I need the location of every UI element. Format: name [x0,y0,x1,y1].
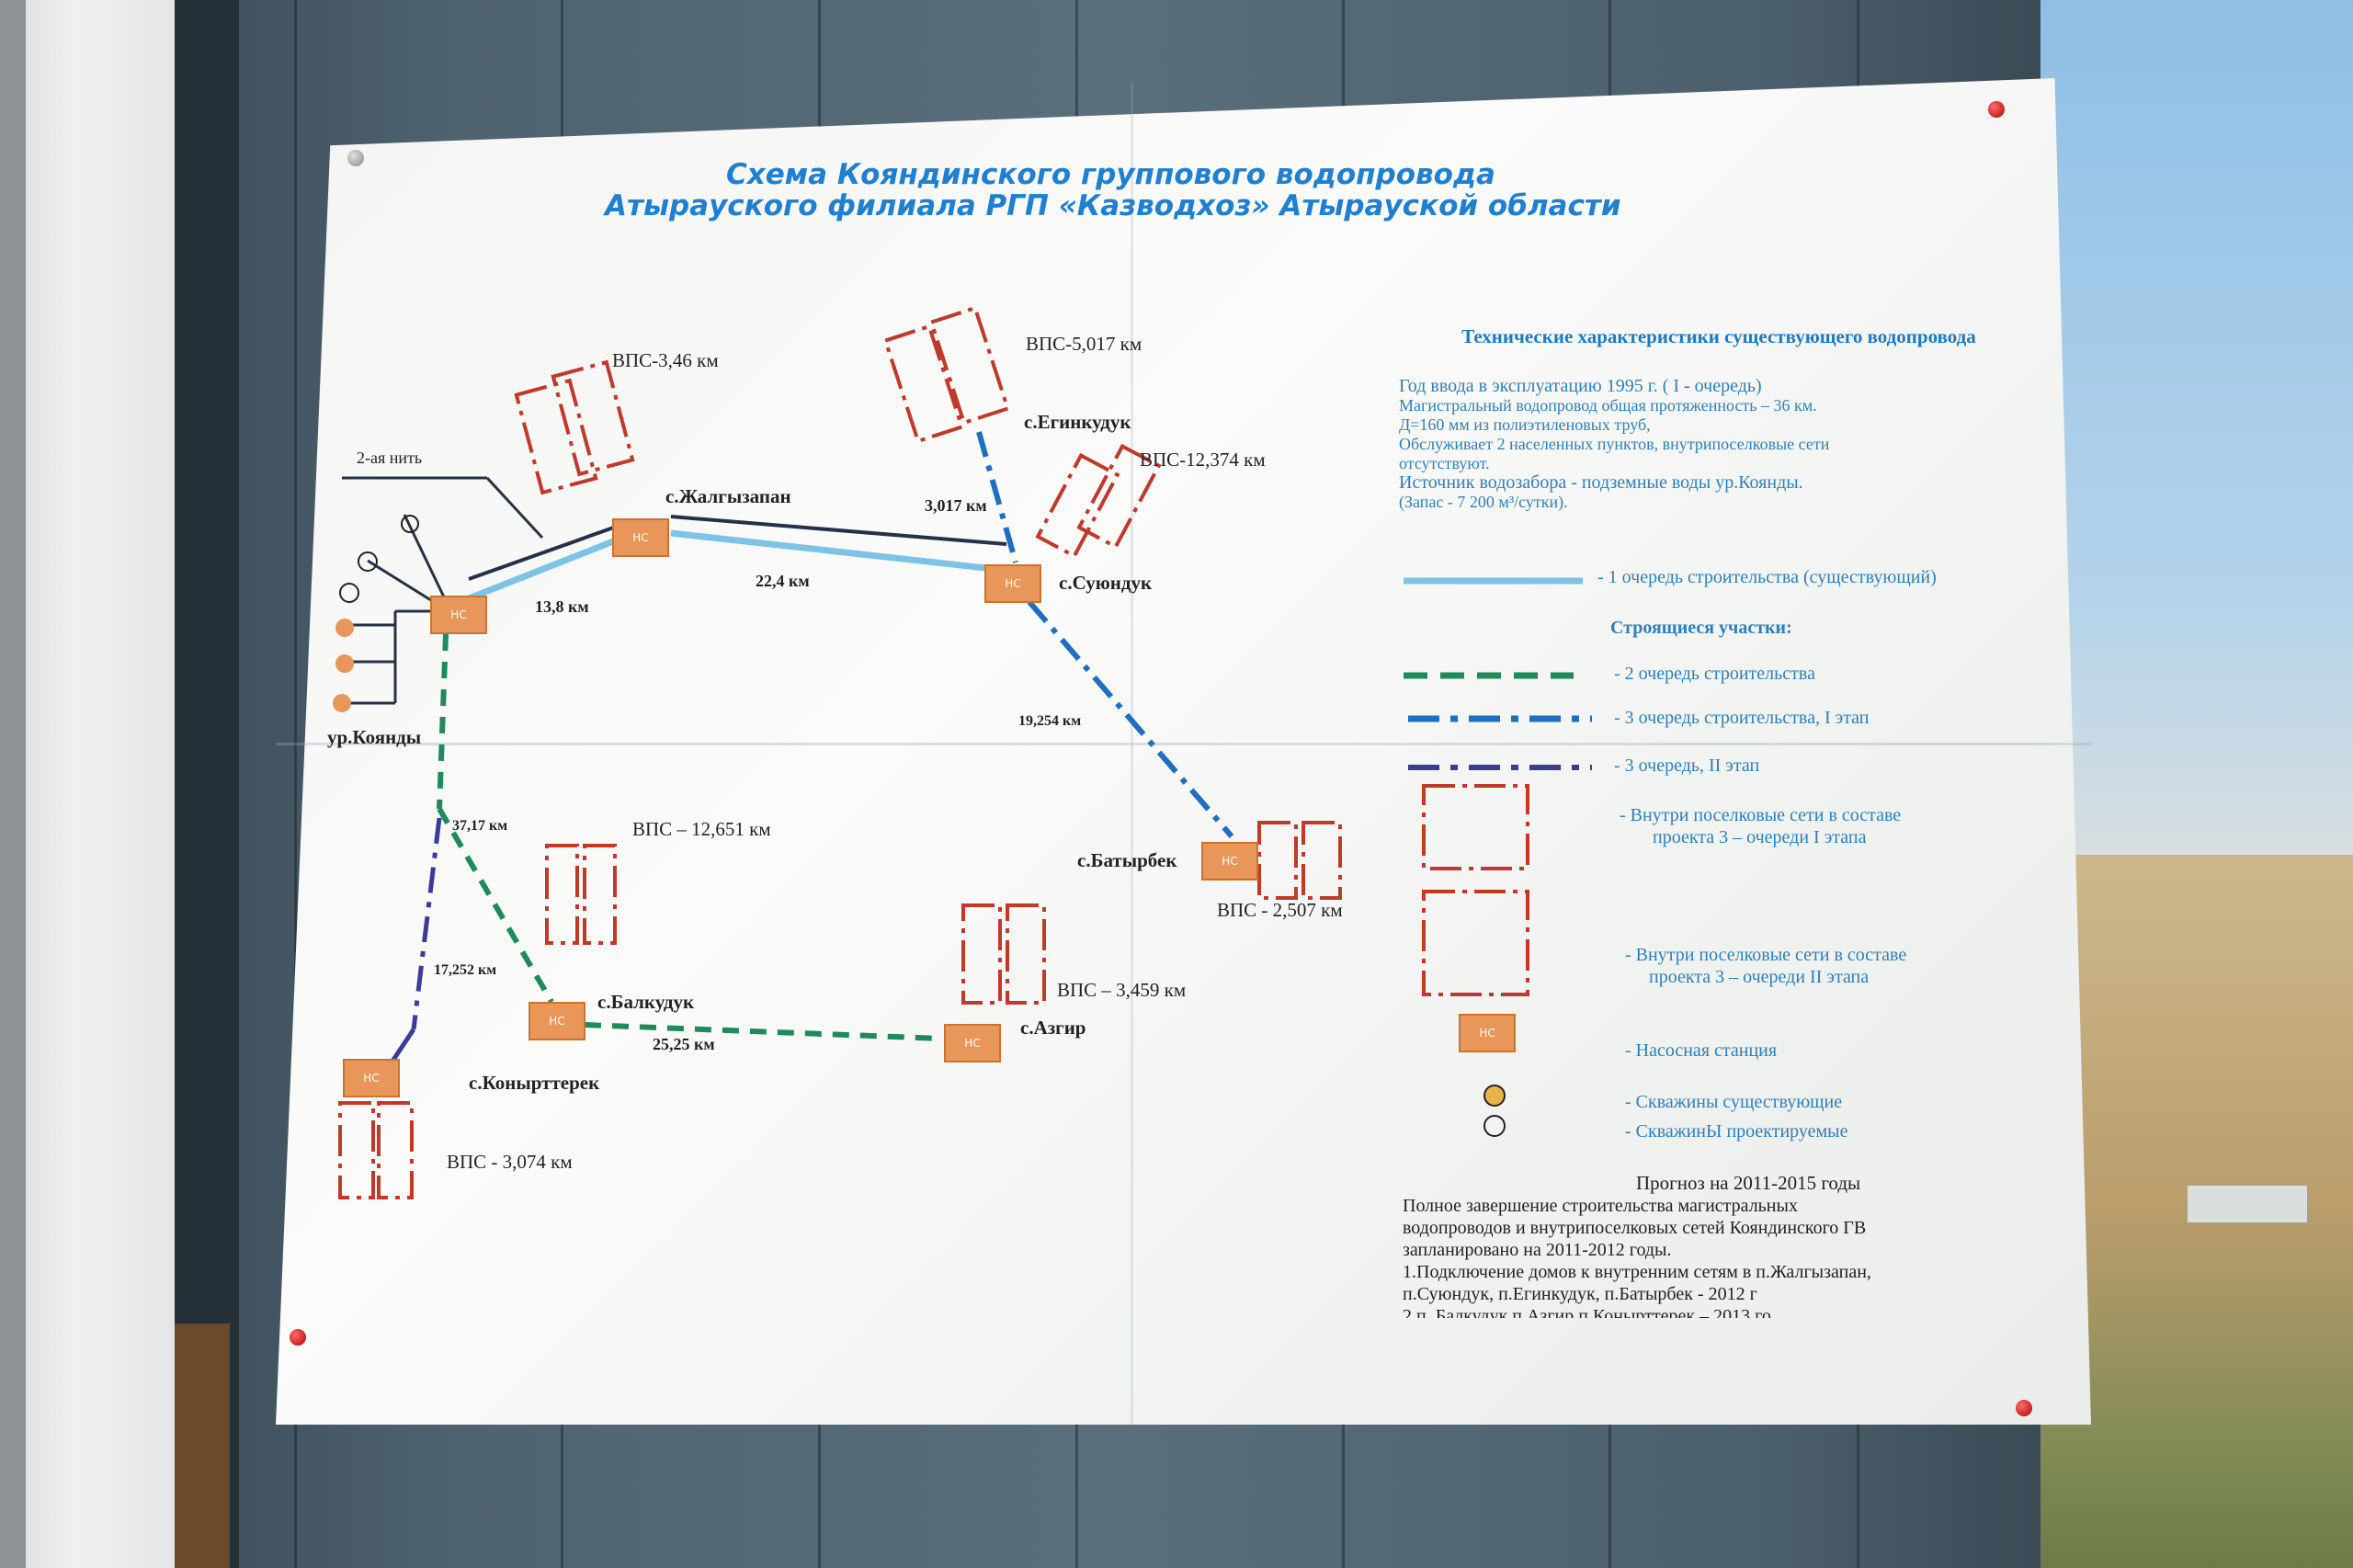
stage3-2-pipeline [411,817,442,1030]
poster-fold [276,743,2091,745]
scheme-poster [276,78,2091,1425]
distance-label: 17,252 км [434,962,497,978]
forecast-line: 2.п. Балкудук п.Азгир п.Конырттерек – 20… [1403,1306,1771,1318]
pushpin [2016,1400,2032,1416]
distant-building [2188,1186,2307,1222]
pump-station: НС [944,1024,1001,1062]
stage1-pipeline [670,529,1003,574]
stage3-1-pipeline [976,431,1018,563]
forecast-title: Прогноз на 2011-2015 годы [1636,1172,1861,1194]
pump-station: НС [1201,842,1258,881]
thread-line [485,476,544,540]
legend-stage3-1-label: - 3 очередь строительства, I этап [1614,708,1870,728]
spec-line: Д=160 мм из полиэтиленовых труб, [1399,415,1651,434]
forecast-line: Полное завершение строительства магистра… [1403,1196,1798,1216]
pump-station: НС [430,596,487,634]
pushpin [347,150,364,166]
internal-networks [338,305,1342,1199]
source-label: ур.Коянды [327,726,422,748]
poster-title-line2: Атырауского филиала РГП «Казводхоз» Атыр… [605,189,1621,222]
distance-label: 37,17 км [452,818,508,834]
legend-stage1-label: - 1 очередь строительства (существующий) [1597,567,1937,587]
legend-internal-network [1422,784,1529,996]
pump-station: НС [612,518,669,557]
vps-eginkuduk: ВПС-5,017 км [1026,333,1142,355]
village-azgir: с.Азгир [1020,1017,1086,1039]
legend-pump-station: НС [1459,1014,1516,1052]
legend-under-construction: Строящиеся участки: [1610,618,1792,638]
village-konyrterek: с.Конырттерек [469,1072,600,1094]
forecast-text: Полное завершение строительства магистра… [1403,1195,2064,1318]
legend-existing-well [1483,1085,1506,1107]
pushpin [1988,101,2005,118]
village-batyrbek: с.Батырбек [1077,849,1177,871]
vps-batyrbek: ВПС - 2,507 км [1217,899,1343,921]
legend-internal2-line2: проекта 3 – очереди II этапа [1649,967,1870,987]
wood-strip [175,1324,230,1568]
spec-line: Источник водозабора - подземные воды ур.… [1399,472,1803,493]
legend-internal1-line2: проекта 3 – очереди I этапа [1653,827,1867,847]
stage2-pipeline [584,1022,943,1041]
stage2-pipeline [437,807,554,1004]
distance-label: 25,25 км [653,1035,715,1053]
legend-stage3-2-label: - 3 очередь, II этап [1614,756,1760,776]
village-zhalgyzapan: с.Жалгызапан [665,485,791,507]
spec-line: Магистральный водопровод общая протяженн… [1399,396,1817,415]
planned-well [401,515,419,533]
existing-well [333,694,351,712]
thread-line [670,515,1007,546]
distance-label: 22,4 км [756,572,810,590]
spec-line: (Запас - 7 200 м³/сутки). [1399,493,1568,511]
legend-existing-wells-label: - Скважины существующие [1625,1092,1843,1112]
pump-station: НС [529,1002,585,1040]
forecast-line: 1.Подключение домов к внутренним сетям в… [1403,1262,1871,1282]
village-balkuduk: с.Балкудук [597,991,695,1013]
pump-station: НС [343,1059,400,1097]
legend-planned-well [1483,1115,1506,1137]
spec-line: отсутствуют. [1399,454,1490,472]
vps-azgir: ВПС – 3,459 км [1057,979,1187,1001]
planned-well [358,551,378,572]
tech-specs: Год ввода в эксплуатацию 1995 г. ( I - о… [1399,377,1829,512]
vps-suyundyk: ВПС-12,374 км [1140,449,1266,471]
well-branch [403,514,450,608]
pushpin [290,1329,306,1346]
stage3-1-pipeline [1027,600,1234,838]
thread2-label: 2-ая нить [357,449,423,467]
planned-well [339,583,359,603]
stage2-pipeline [437,633,449,810]
vps-zhalgyzapan: ВПС-3,46 км [612,349,719,371]
village-suyundyk: с.Суюндук [1059,572,1153,594]
vps-balkuduk: ВПС – 12,651 км [632,818,771,840]
poster-fold [1131,83,1133,1425]
spec-line: Обслуживает 2 населенных пунктов, внутри… [1399,435,1830,453]
wall-edge [0,0,26,1568]
vps-konyrterek: ВПС - 3,074 км [447,1151,573,1173]
poster-title-line1: Схема Кояндинского группового водопровод… [726,158,1495,191]
distance-label: 13,8 км [535,597,589,616]
forecast-line: водопроводов и внутрипоселковых сетей Ко… [1403,1218,1867,1238]
thread-line [468,518,635,581]
legend-internal1-line1: - Внутри поселковые сети в составе [1620,805,1902,825]
legend-title: Технические характеристики существующего… [1461,325,1976,347]
legend-planned-wells-label: - СкважинЫ проектируемые [1625,1121,1848,1142]
spec-line: Год ввода в эксплуатацию 1995 г. ( I - о… [1399,376,1762,396]
legend-internal2-line1: - Внутри поселковые сети в составе [1625,945,1907,965]
village-eginkuduk: с.Егинкудук [1024,411,1131,433]
distance-label: 19,254 км [1018,713,1082,729]
forecast-line: п.Суюндук, п.Егинкудук, п.Батырбек - 201… [1403,1284,1757,1304]
sky [2040,0,2353,855]
existing-well [335,654,354,673]
board-shadow [175,0,239,1568]
legend-pump-label: - Насосная станция [1625,1040,1778,1061]
existing-well [335,619,354,637]
pump-station: НС [984,564,1041,603]
plank-seam [294,0,297,1568]
legend-stage2-label: - 2 очередь строительства [1614,664,1815,684]
distance-label: 3,017 км [925,496,987,515]
stage1-pipeline [458,529,636,606]
forecast-line: запланировано на 2011-2012 годы. [1403,1240,1672,1260]
